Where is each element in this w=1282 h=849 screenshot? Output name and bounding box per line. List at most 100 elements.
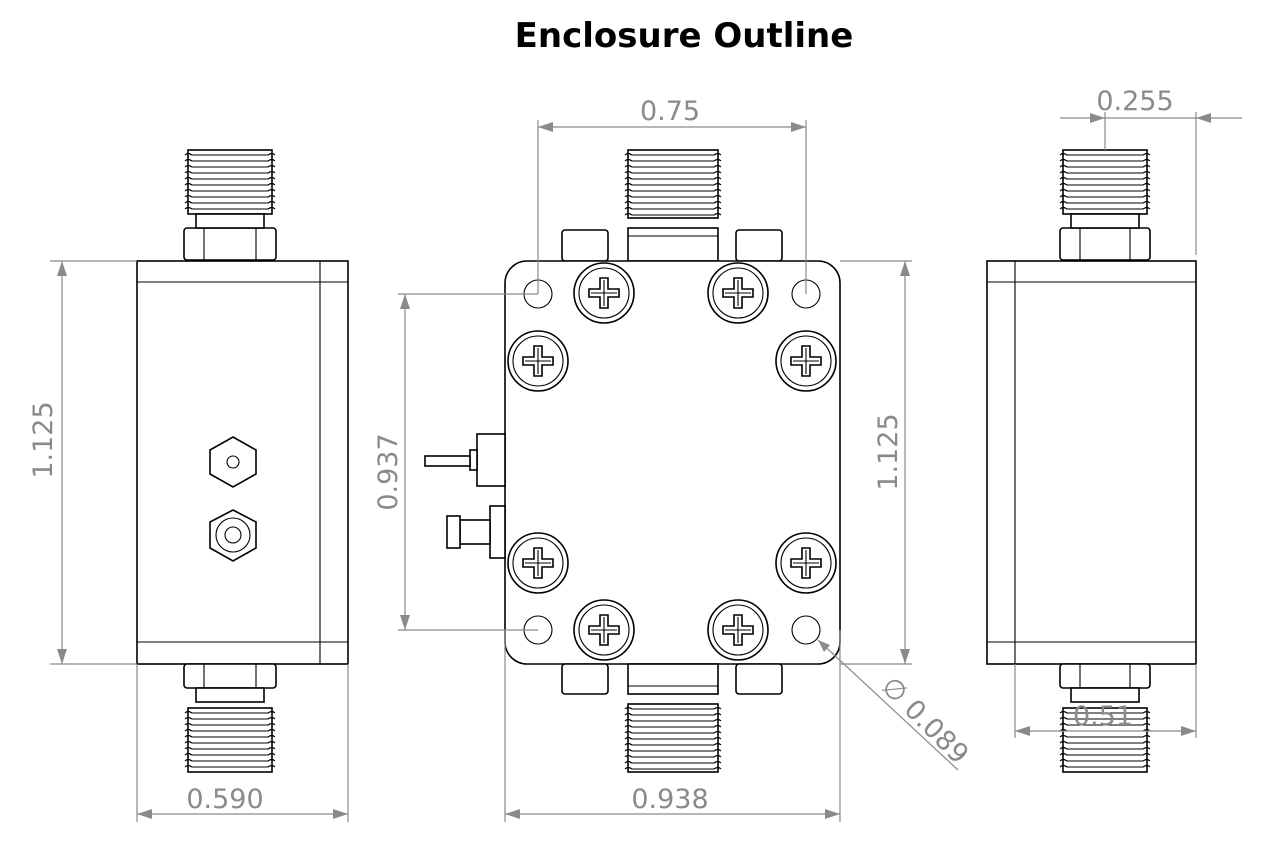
thread-line — [184, 164, 276, 168]
thread-line — [184, 734, 276, 738]
side-feedthrough-pin — [424, 433, 506, 559]
connector-threads — [184, 152, 276, 210]
right-side-view: 0.255 0.51 — [986, 86, 1242, 773]
thread-line — [184, 728, 276, 732]
thread-line — [1059, 746, 1151, 750]
thread-line — [1059, 758, 1151, 762]
thread-line — [184, 188, 276, 192]
thread-line — [184, 758, 276, 762]
thread-line — [184, 710, 276, 714]
thread-line — [624, 170, 722, 174]
dim-center-top-width: 0.75 — [640, 96, 700, 127]
thread-line — [184, 158, 276, 162]
dim-center-bottom-width: 0.938 — [631, 784, 708, 815]
thread-line — [624, 206, 722, 210]
center-bottom-connector — [561, 663, 783, 773]
thread-line — [184, 194, 276, 198]
thread-line — [1059, 740, 1151, 744]
left-top-connector — [183, 149, 277, 265]
connector-threads — [624, 706, 722, 770]
dim-center-left-height: 0.937 — [373, 433, 404, 510]
phillips-screw — [507, 532, 569, 594]
dim-left-width: 0.590 — [186, 784, 263, 815]
thread-line — [624, 766, 722, 770]
connector-threads — [184, 710, 276, 768]
dim-right-bottom-width: 0.51 — [1073, 701, 1133, 732]
thread-line — [624, 200, 722, 204]
thread-line — [184, 170, 276, 174]
hex-nut-feedthrough — [209, 436, 257, 488]
thread-line — [1059, 722, 1151, 726]
thread-line — [624, 188, 722, 192]
connector-threads — [624, 152, 722, 216]
thread-line — [624, 176, 722, 180]
thread-line — [624, 748, 722, 752]
thread-line — [184, 746, 276, 750]
left-side-view: 1.125 0.590 — [28, 149, 349, 822]
thread-line — [184, 152, 276, 156]
thread-line — [184, 716, 276, 720]
connector-threads — [1059, 710, 1151, 768]
phillips-screw — [707, 262, 769, 324]
thread-line — [624, 730, 722, 734]
thread-line — [1059, 206, 1151, 210]
thread-line — [184, 764, 276, 768]
phillips-screw — [573, 262, 635, 324]
phillips-screw — [507, 330, 569, 392]
phillips-screw — [775, 330, 837, 392]
thread-line — [624, 718, 722, 722]
thread-line — [1059, 182, 1151, 186]
dim-hole-diameter: ∅ 0.089 — [875, 671, 974, 770]
thread-line — [1059, 188, 1151, 192]
thread-line — [1059, 158, 1151, 162]
phillips-screw — [573, 599, 635, 661]
phillips-screw — [707, 599, 769, 661]
corner-hole — [791, 615, 821, 645]
thread-line — [184, 722, 276, 726]
thread-line — [624, 706, 722, 710]
hex-ground-terminal — [209, 509, 257, 562]
thread-line — [1059, 716, 1151, 720]
dim-right-top-width: 0.255 — [1096, 86, 1173, 117]
thread-line — [624, 754, 722, 758]
thread-line — [1059, 710, 1151, 714]
screws — [507, 262, 837, 661]
thread-line — [1059, 764, 1151, 768]
thread-line — [184, 176, 276, 180]
thread-line — [624, 158, 722, 162]
thread-line — [624, 212, 722, 216]
thread-line — [1059, 200, 1151, 204]
thread-line — [1059, 752, 1151, 756]
drawing-title: Enclosure Outline — [515, 16, 854, 56]
right-bottom-connector — [1059, 663, 1151, 773]
thread-line — [624, 164, 722, 168]
left-bottom-connector — [183, 663, 277, 773]
thread-line — [624, 742, 722, 746]
right-top-connector — [1059, 149, 1151, 265]
connector-threads — [1059, 152, 1151, 210]
thread-line — [624, 724, 722, 728]
thread-line — [624, 760, 722, 764]
phillips-screw — [775, 532, 837, 594]
thread-line — [184, 200, 276, 204]
thread-line — [624, 712, 722, 716]
thread-line — [184, 740, 276, 744]
right-body — [986, 260, 1197, 665]
center-top-view: 0.75 0.938 0.937 1.125 ∅ 0.089 — [373, 96, 974, 822]
thread-line — [184, 182, 276, 186]
thread-line — [1059, 164, 1151, 168]
thread-line — [1059, 170, 1151, 174]
center-top-connector — [561, 149, 783, 262]
thread-line — [1059, 176, 1151, 180]
dim-left-height: 1.125 — [28, 401, 59, 478]
dim-center-right-height: 1.125 — [873, 413, 904, 490]
thread-line — [1059, 152, 1151, 156]
thread-line — [184, 752, 276, 756]
thread-line — [184, 206, 276, 210]
thread-line — [1059, 194, 1151, 198]
thread-line — [624, 194, 722, 198]
thread-line — [1059, 734, 1151, 738]
thread-line — [624, 152, 722, 156]
thread-line — [624, 736, 722, 740]
